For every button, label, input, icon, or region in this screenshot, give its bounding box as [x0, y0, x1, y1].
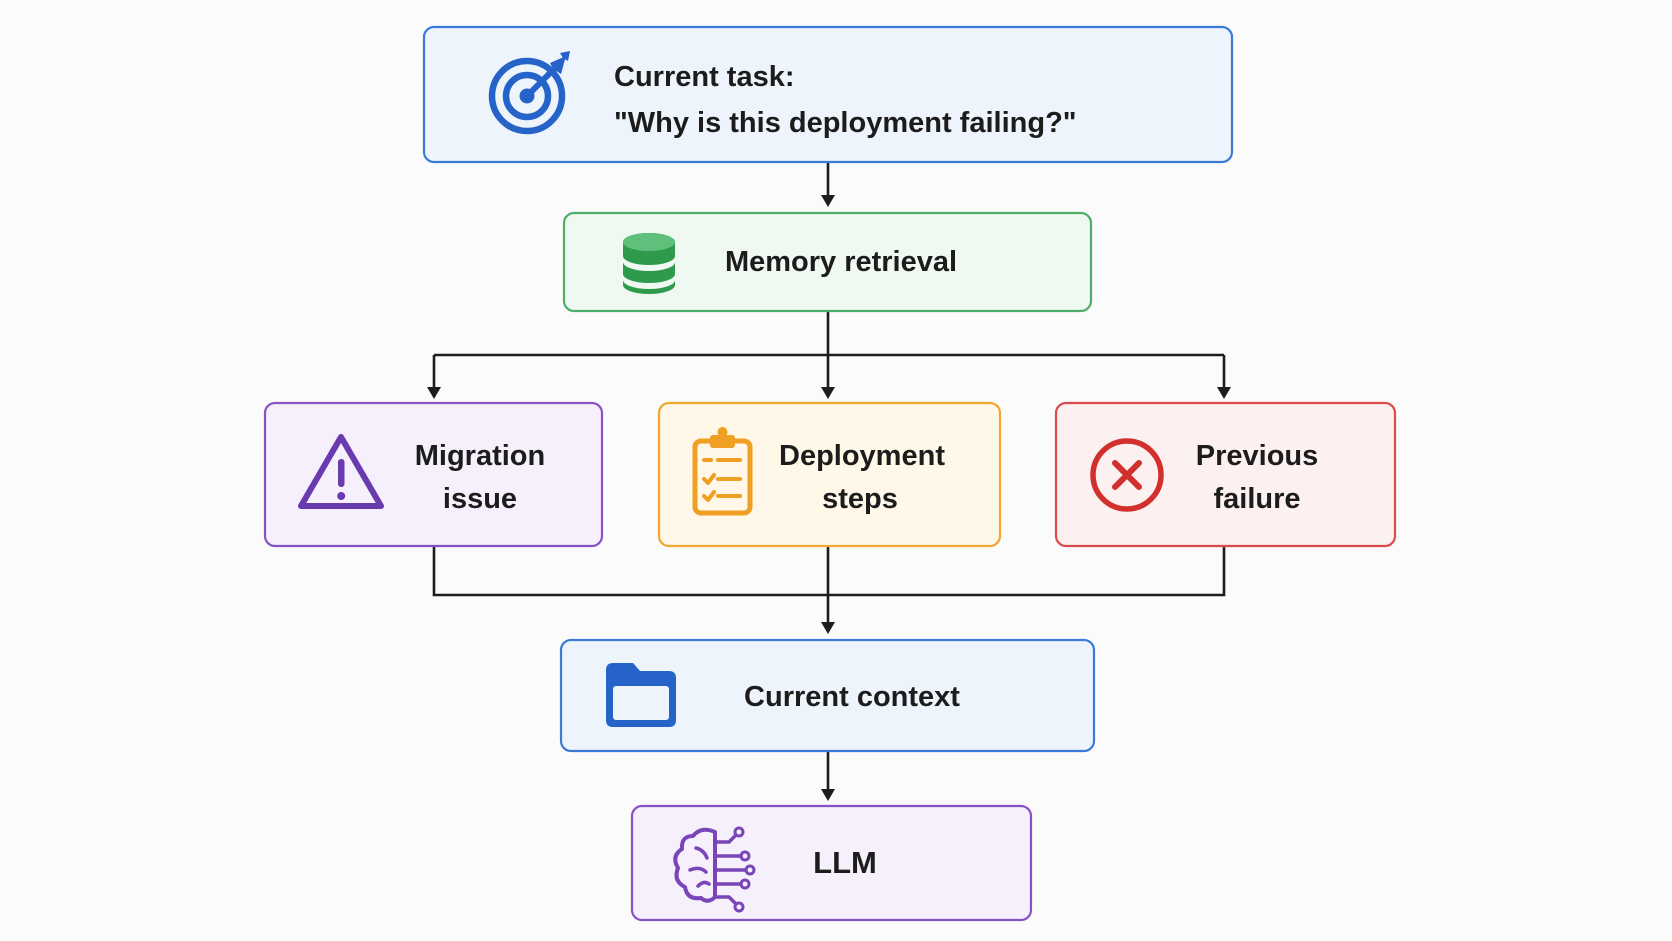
current-task-box	[422, 25, 1234, 164]
migration-issue-line1: Migration	[415, 440, 546, 472]
previous-failure-line1: Previous	[1196, 440, 1319, 472]
warning-icon	[298, 434, 384, 509]
current-context-box	[559, 638, 1096, 753]
current-context-label: Current context	[744, 681, 960, 713]
node-current-context: Current context	[559, 638, 1096, 753]
llm-label: LLM	[813, 845, 877, 880]
deployment-steps-box	[657, 401, 1002, 548]
arrowhead-failure	[1217, 387, 1231, 399]
memory-retrieval-box	[562, 211, 1093, 313]
database-icon	[623, 233, 675, 294]
deployment-steps-line1: Deployment	[779, 440, 945, 472]
arrowhead-llm	[821, 789, 835, 801]
node-previous-failure: Previous failure	[1054, 401, 1397, 548]
error-x-circle-icon	[1090, 438, 1164, 512]
llm-box	[630, 804, 1033, 922]
current-task-question: "Why is this deployment failing?"	[614, 107, 1077, 139]
migration-issue-box	[263, 401, 604, 548]
arrowhead-memory	[821, 195, 835, 207]
target-icon	[488, 51, 570, 135]
migration-issue-line2: issue	[443, 483, 517, 515]
deployment-steps-line2: steps	[822, 483, 898, 515]
arrowhead-deployment	[821, 387, 835, 399]
connectors	[427, 162, 1231, 801]
node-migration-issue: Migration issue	[263, 401, 604, 548]
brain-circuit-icon	[673, 826, 756, 913]
arrowhead-context	[821, 622, 835, 634]
previous-failure-box	[1054, 401, 1397, 548]
memory-retrieval-label: Memory retrieval	[725, 246, 957, 278]
clipboard-checklist-icon	[692, 427, 753, 516]
folder-icon	[606, 663, 676, 727]
current-task-label: Current task:	[614, 61, 795, 93]
previous-failure-line2: failure	[1213, 483, 1300, 515]
node-memory-retrieval: Memory retrieval	[562, 211, 1093, 313]
node-current-task: Current task: "Why is this deployment fa…	[422, 25, 1234, 164]
arrowhead-migration	[427, 387, 441, 399]
node-deployment-steps: Deployment steps	[657, 401, 1002, 548]
node-llm: LLM	[630, 804, 1033, 922]
